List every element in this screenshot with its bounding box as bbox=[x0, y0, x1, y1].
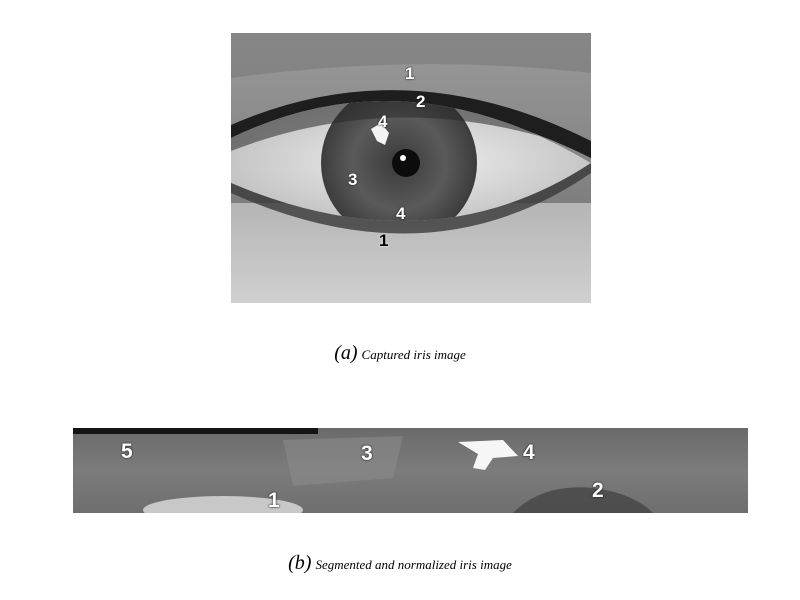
reflection-region bbox=[458, 440, 518, 470]
upper-eyelashes bbox=[231, 90, 591, 158]
caption-a-tag: (a) bbox=[334, 342, 358, 364]
label-2-eyelashes: 2 bbox=[416, 92, 426, 111]
label-1-lower-eyelid: 1 bbox=[379, 231, 389, 250]
normalized-iris-image bbox=[73, 428, 748, 513]
caption-b: (b)Segmented and normalized iris image bbox=[0, 552, 800, 575]
eyelid-region bbox=[143, 496, 303, 513]
eye-photo bbox=[231, 33, 591, 303]
label-4-reflection-lower: 4 bbox=[396, 204, 406, 223]
eyelash-region bbox=[513, 487, 653, 513]
caption-a-text: Captured iris image bbox=[361, 347, 466, 362]
caption-b-tag: (b) bbox=[288, 552, 312, 574]
label-3-iris-texture: 3 bbox=[348, 170, 358, 189]
label-5: 5 bbox=[121, 440, 133, 463]
label-1-upper-eyelid: 1 bbox=[405, 64, 415, 83]
normalized-iris-strip: 5 3 4 1 2 bbox=[73, 428, 748, 513]
caption-a: (a)Captured iris image bbox=[0, 342, 800, 365]
label-3: 3 bbox=[361, 442, 373, 465]
captured-iris-image: 1 2 4 3 4 1 bbox=[231, 33, 591, 303]
label-4: 4 bbox=[523, 441, 535, 464]
label-2: 2 bbox=[592, 479, 604, 502]
occlusion-band bbox=[73, 428, 318, 434]
label-4-reflection-upper: 4 bbox=[378, 112, 388, 131]
caption-b-text: Segmented and normalized iris image bbox=[315, 557, 512, 572]
lower-eyelashes bbox=[231, 163, 591, 234]
label-1: 1 bbox=[268, 489, 280, 512]
specular-reflection bbox=[371, 123, 389, 145]
pupil bbox=[392, 149, 420, 177]
